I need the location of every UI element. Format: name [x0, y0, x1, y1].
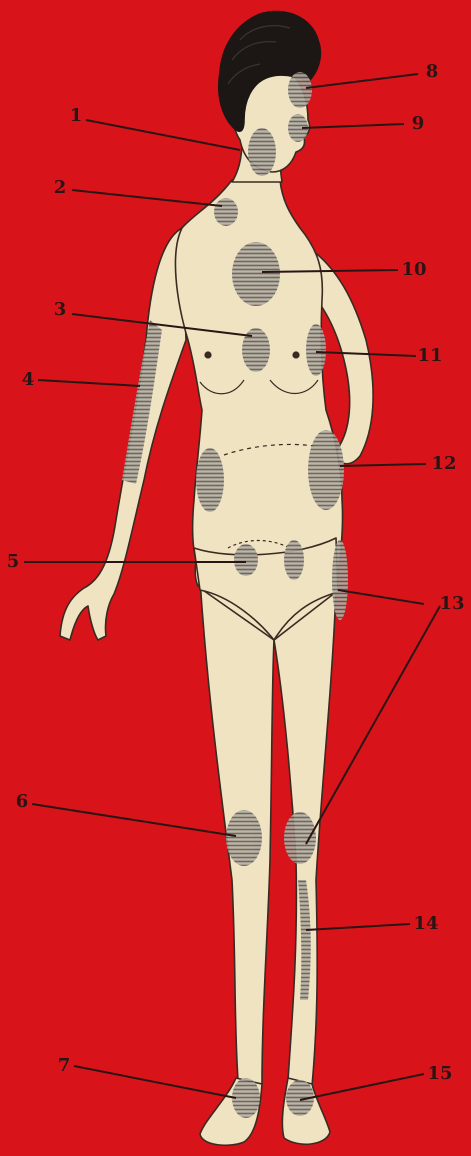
zone-10 — [232, 242, 280, 306]
zone-7 — [232, 1078, 260, 1118]
label-3: 3 — [54, 301, 67, 319]
label-4: 4 — [22, 371, 35, 389]
label-10: 10 — [401, 261, 426, 279]
label-15: 15 — [427, 1065, 452, 1083]
label-13: 13 — [439, 595, 464, 613]
zone-5 — [234, 544, 258, 576]
label-7: 7 — [58, 1057, 71, 1075]
label-9: 9 — [412, 115, 425, 133]
zone-13-lower — [284, 812, 316, 864]
label-12: 12 — [431, 455, 456, 473]
zone-11 — [306, 324, 326, 376]
zone-6 — [226, 810, 262, 866]
zone-12 — [308, 430, 344, 510]
label-6: 6 — [16, 793, 29, 811]
label-8: 8 — [426, 63, 439, 81]
zone-8 — [288, 72, 312, 108]
label-5: 5 — [7, 553, 20, 571]
label-14: 14 — [413, 915, 438, 933]
zone-left-side — [196, 448, 224, 512]
label-11: 11 — [417, 347, 442, 365]
zone-13-upper — [332, 540, 348, 620]
left-nipple — [205, 352, 211, 358]
zone-hip-right — [284, 540, 304, 580]
zone-1 — [248, 128, 276, 176]
right-nipple — [293, 352, 299, 358]
zone-2 — [214, 198, 238, 226]
label-2: 2 — [54, 179, 67, 197]
label-1: 1 — [70, 107, 83, 125]
